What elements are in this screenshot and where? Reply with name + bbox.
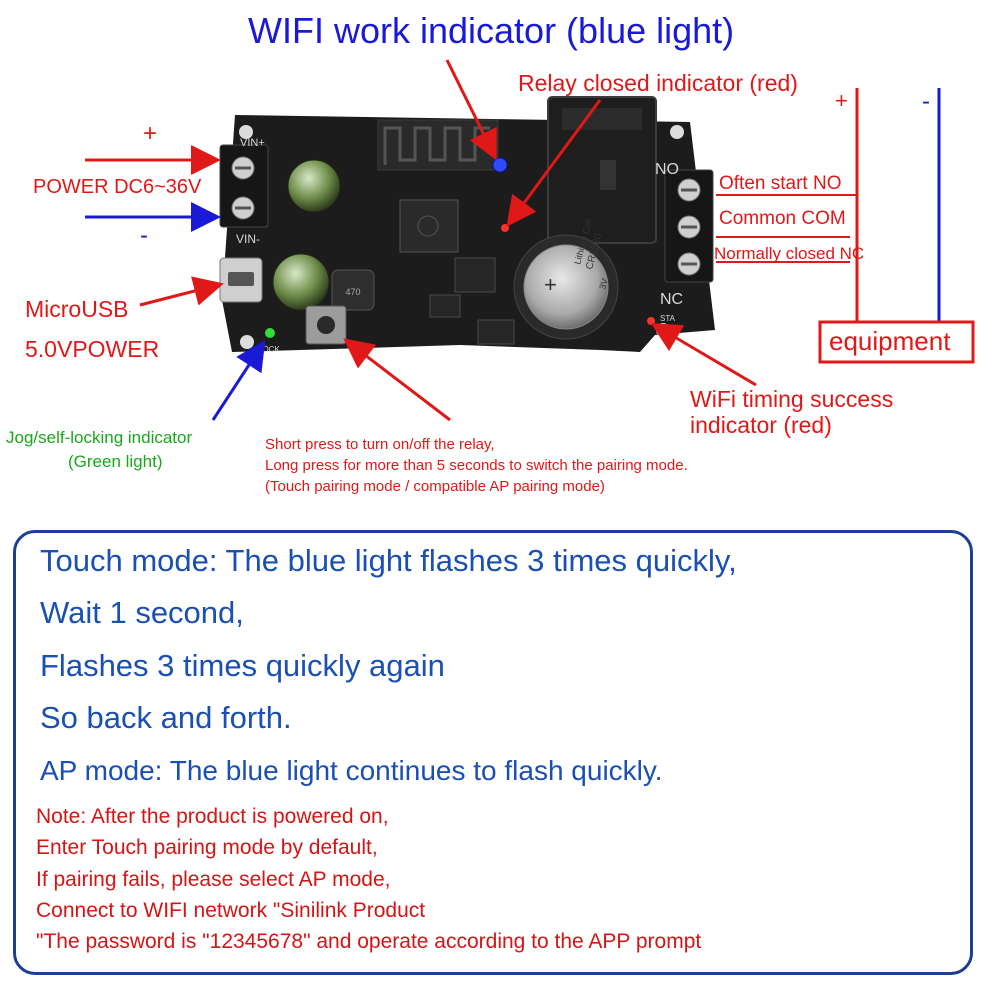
silk-lock: LOCK	[258, 345, 280, 354]
button-label-3: (Touch pairing mode / compatible AP pair…	[265, 478, 605, 495]
power-terminal	[219, 144, 269, 228]
timing-indicator-label-2: indicator (red)	[690, 412, 832, 438]
arrow-timing-led	[650, 322, 757, 387]
battery-holder: + Lithium Cell CR1220 3V	[513, 218, 619, 340]
equipment-wiring	[716, 88, 975, 364]
button-label-1: Short press to turn on/off the relay,	[265, 436, 495, 453]
battery-text-3: 3V	[597, 277, 610, 290]
note-line-4: Connect to WIFI network "Sinilink Produc…	[36, 899, 426, 922]
push-button	[305, 305, 347, 345]
small-ics	[429, 257, 515, 345]
silk-no: NO	[655, 161, 679, 178]
timing-indicator-label-1: WiFi timing success	[690, 386, 894, 412]
silk-sta: STA	[660, 314, 676, 323]
info-panel: Touch mode: The blue light flashes 3 tim…	[13, 530, 973, 975]
equipment-box	[818, 320, 975, 364]
inductor: 470	[331, 269, 375, 311]
note-line-5: "The password is "12345678" and operate …	[36, 930, 702, 953]
note-line-1: Note: After the product is powered on,	[36, 805, 389, 828]
timing-red-led	[647, 317, 655, 325]
info-flashes-again: Flashes 3 times quickly again	[40, 648, 445, 683]
plus-right-label: +	[835, 88, 848, 113]
relay-red-led	[501, 224, 509, 232]
battery-plus: +	[544, 272, 557, 297]
silk-nc: NC	[660, 291, 683, 308]
jog-indicator-label-1: Jog/self-locking indicator	[6, 428, 193, 447]
microusb-port	[219, 257, 263, 303]
arrow-button	[343, 338, 451, 422]
info-touch-mode: Touch mode: The blue light flashes 3 tim…	[40, 543, 737, 578]
mcu-chip	[399, 199, 459, 253]
relay	[547, 96, 657, 244]
blue-led	[492, 157, 508, 173]
equipment-label: equipment	[829, 326, 951, 356]
note-line-2: Enter Touch pairing mode by default,	[36, 836, 378, 859]
power-label: POWER DC6~36V	[33, 176, 202, 198]
info-back-forth: So back and forth.	[40, 700, 292, 735]
annotation-arrows	[85, 59, 757, 422]
silk-vin-plus: VIN+	[240, 137, 265, 149]
info-ap-mode: AP mode: The blue light continues to fla…	[40, 755, 663, 786]
plus-left-label: +	[143, 120, 158, 147]
microusb-label: MicroUSB	[25, 296, 129, 322]
jog-indicator-label-2: (Green light)	[68, 452, 163, 471]
arrow-relay-led	[506, 99, 602, 227]
no-terminal-label: Often start NO	[719, 173, 842, 194]
silk-vin-minus: VIN-	[236, 232, 260, 246]
info-wait: Wait 1 second,	[40, 595, 244, 630]
arrow-wifi-led	[445, 59, 497, 161]
silkscreen: VIN+ VIN- NO NC LOCK STA	[236, 137, 683, 354]
relay-terminal	[664, 169, 714, 283]
capacitor-large	[272, 159, 341, 311]
arrow-green-led	[211, 339, 266, 421]
wifi-indicator-label: WIFI work indicator (blue light)	[248, 10, 735, 51]
inductor-label: 470	[345, 287, 360, 297]
minus-right-label: -	[922, 88, 930, 115]
relay-indicator-label: Relay closed indicator (red)	[518, 70, 798, 96]
arrow-usb	[139, 276, 224, 307]
nc-terminal-label: Normally closed NC	[714, 244, 865, 263]
com-terminal-label: Common COM	[719, 208, 846, 229]
usb-power-label: 5.0VPOWER	[25, 336, 160, 362]
note-line-3: If pairing fails, please select AP mode,	[36, 868, 391, 891]
green-led	[265, 328, 275, 338]
minus-left-label: -	[140, 222, 148, 249]
module-diagram: 470 + Lithium Cell CR1220 3V VIN+ VIN- N…	[85, 59, 975, 422]
button-label-2: Long press for more than 5 seconds to sw…	[265, 457, 688, 474]
